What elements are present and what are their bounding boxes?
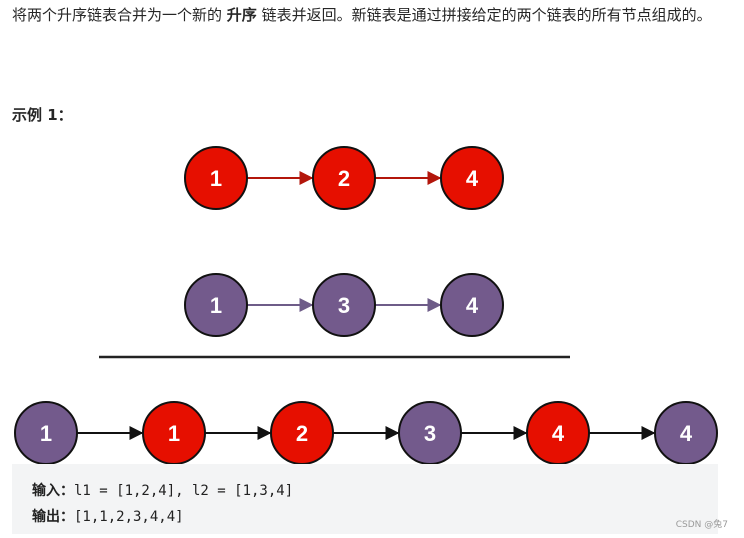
list2-node-1: 1 (184, 273, 248, 337)
list1-node-3: 4 (440, 146, 504, 210)
merged-node-label-1: 1 (40, 421, 52, 446)
list2-node-circle-1 (184, 273, 248, 337)
merged-node-6: 4 (654, 401, 718, 465)
merged-node-4: 3 (398, 401, 462, 465)
description-text-2: 链表并返回。新链表是通过拼接给定的两个链表的所有节点组成的。 (256, 6, 712, 24)
merged-node-label-2: 1 (168, 421, 180, 446)
example-io-box: 输入：l1 = [1,2,4], l2 = [1,3,4] 输出：[1,1,2,… (12, 464, 718, 534)
list2-node-label-2: 3 (338, 293, 350, 318)
merged-node-5: 4 (526, 401, 590, 465)
example-title: 示例 1： (12, 106, 73, 124)
merged-node-label-4: 3 (424, 421, 436, 446)
list2-node-circle-2 (312, 273, 376, 337)
merged-node-label-6: 4 (680, 421, 693, 446)
list1-node-2: 2 (312, 146, 376, 210)
list1-node-1: 1 (184, 146, 248, 210)
description-text-1: 将两个升序链表合并为一个新的 (12, 6, 227, 24)
list1-node-circle-2 (312, 146, 376, 210)
output-label: 输出： (32, 509, 74, 525)
list1-node-circle-1 (184, 146, 248, 210)
list2-row: 1 3 4 (184, 273, 504, 337)
merged-node-label-5: 4 (552, 421, 565, 446)
watermark: CSDN @兔7 (675, 520, 728, 530)
output-value: [1,1,2,3,4,4] (74, 509, 184, 525)
description-bold: 升序 (226, 6, 257, 24)
list2-node-2: 3 (312, 273, 376, 337)
list1-node-label-3: 4 (466, 166, 479, 191)
merged-node-2: 1 (142, 401, 206, 465)
merged-node-3: 2 (270, 401, 334, 465)
merged-list-row: 1 1 2 3 4 4 (14, 401, 718, 465)
list2-node-circle-3 (440, 273, 504, 337)
merged-node-label-3: 2 (296, 421, 308, 446)
input-line: 输入：l1 = [1,2,4], l2 = [1,3,4] (32, 480, 293, 500)
merged-node-1: 1 (14, 401, 78, 465)
input-label: 输入： (32, 483, 74, 499)
output-line: 输出：[1,1,2,3,4,4] (32, 506, 184, 526)
input-value: l1 = [1,2,4], l2 = [1,3,4] (74, 483, 294, 499)
list1-node-label-1: 1 (210, 166, 222, 191)
list1-node-label-2: 2 (338, 166, 350, 191)
problem-description: 将两个升序链表合并为一个新的 升序 链表并返回。新链表是通过拼接给定的两个链表的… (12, 2, 732, 28)
list2-node-label-1: 1 (210, 293, 222, 318)
list2-node-label-3: 4 (466, 293, 479, 318)
list1-row: 1 2 4 (184, 146, 504, 210)
list1-node-circle-3 (440, 146, 504, 210)
list2-node-3: 4 (440, 273, 504, 337)
